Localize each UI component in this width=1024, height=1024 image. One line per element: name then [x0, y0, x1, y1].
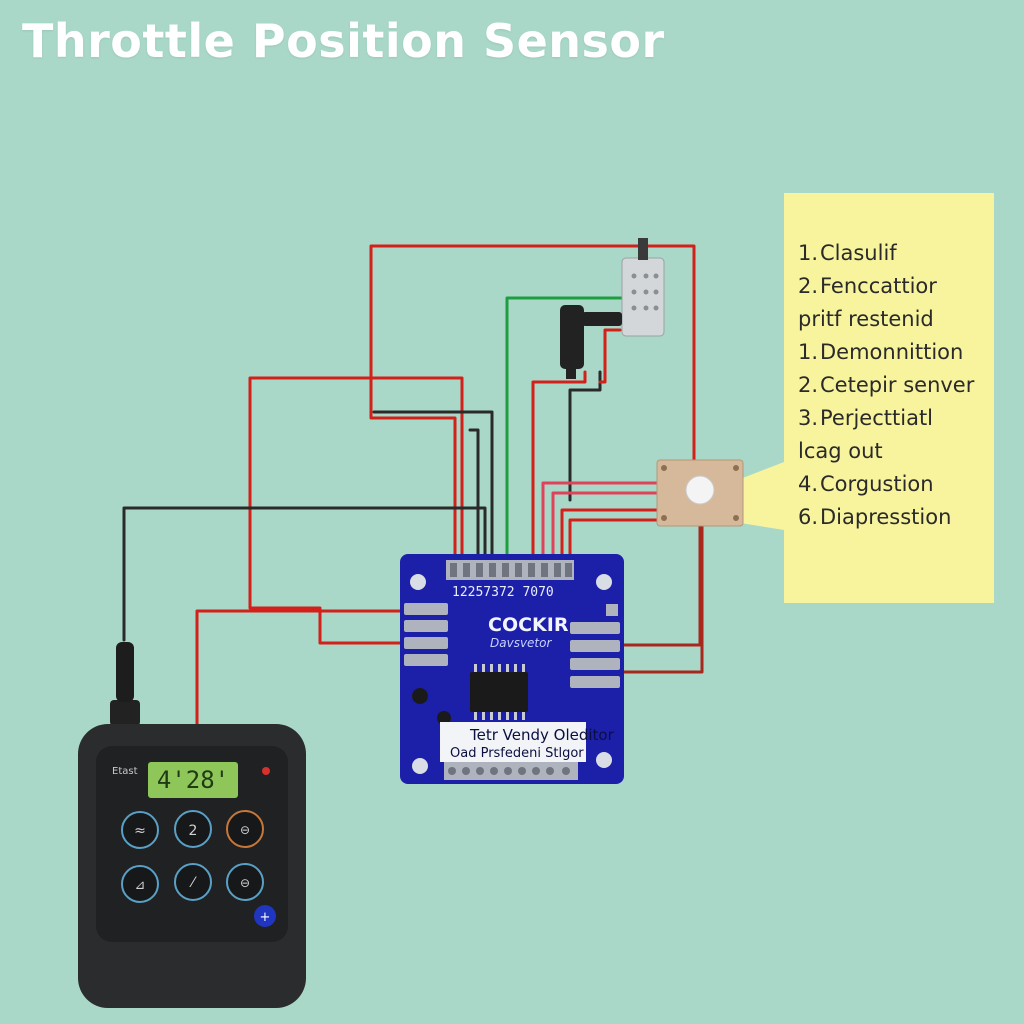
- meter-knob-1: [121, 811, 159, 849]
- black-wire-a: [372, 410, 494, 567]
- svg-text:+: +: [260, 910, 271, 925]
- svg-text:⊿: ⊿: [135, 878, 146, 893]
- sensor-connector: [560, 305, 622, 379]
- sensor-module: [621, 238, 665, 337]
- step-item: 1.Demonnittion: [798, 340, 964, 364]
- darkred-wire-right-b: [618, 518, 704, 674]
- pcb-subtitle: Davsvetor: [490, 636, 552, 650]
- meter-knob-5: [174, 863, 212, 901]
- step-item: 1.Clasulif: [798, 241, 897, 265]
- pcb-brand-label: COCKIR: [488, 614, 569, 636]
- red-wire-pot-c: [560, 508, 684, 567]
- step-item: 2.Fenccattior: [798, 274, 937, 298]
- red-wire-pot-b: [551, 491, 682, 567]
- page-title: Throttle Position Sensor: [22, 14, 665, 68]
- red-wire-meter: [195, 609, 402, 727]
- red-wire-sensor-b: [598, 328, 622, 384]
- meter-knob-3: [226, 810, 264, 848]
- black-wire-b: [468, 428, 480, 567]
- pcb-pin-numbers: 12257372 7070: [452, 585, 554, 600]
- step-item: 4.Corgustion: [798, 472, 934, 496]
- svg-text:⁄: ⁄: [189, 875, 197, 891]
- svg-text:≈: ≈: [134, 823, 146, 839]
- wires: [122, 244, 704, 727]
- red-wire-top: [369, 244, 696, 567]
- meter-lcd: [148, 762, 238, 798]
- meter-bluetooth-icon: [254, 905, 276, 927]
- controller-board: 12257372 7070: [400, 554, 624, 784]
- pcb-label-line1: Tetr Vendy Oleditor: [470, 726, 614, 744]
- red-wire-sensor-a: [531, 370, 587, 567]
- svg-text:⊖: ⊖: [240, 823, 250, 837]
- meter-led: [262, 767, 270, 775]
- meter-reading: 4'28': [156, 766, 230, 794]
- pin-header-right: [570, 622, 620, 688]
- pcb-label-line2: Oad Prsfedeni Stlgor: [450, 746, 584, 761]
- steps-callout: 1.Clasulif 2.Fenccattior pritf restenid …: [784, 193, 994, 603]
- meter-knobs: ≈ 2 ⊖ ⊿ ⁄ ⊖: [121, 810, 264, 903]
- black-wire-meter: [122, 506, 487, 642]
- green-wire: [505, 296, 632, 567]
- black-wire-sensor: [568, 370, 602, 502]
- step-item: 6.Diapresstion: [798, 505, 952, 529]
- step-item: 2.Cetepir senver: [798, 373, 975, 397]
- meter-knob-6: [226, 863, 264, 901]
- red-wire-pot-a: [541, 481, 682, 567]
- meter-knob-2: [174, 810, 212, 848]
- red-wire-left-loop: [248, 376, 464, 645]
- step-item: 3.Perjecttiatl: [798, 406, 934, 430]
- red-wire-pot-d: [568, 518, 688, 567]
- pin-header-left: [404, 603, 448, 666]
- svg-text:⊖: ⊖: [240, 876, 250, 890]
- multimeter: ≈ 2 ⊖ ⊿ ⁄ ⊖ +: [78, 642, 306, 1008]
- potentiometer-board: [656, 459, 744, 527]
- meter-brand: Etast: [112, 766, 138, 777]
- step-item-continued: pritf restenid: [798, 307, 934, 331]
- ic-chip: [470, 672, 528, 712]
- board-label-strip: [440, 722, 586, 762]
- darkred-wire-right-a: [618, 498, 702, 647]
- svg-text:2: 2: [189, 823, 198, 839]
- step-item-continued: lcag out: [798, 439, 883, 463]
- meter-knob-4: [121, 865, 159, 903]
